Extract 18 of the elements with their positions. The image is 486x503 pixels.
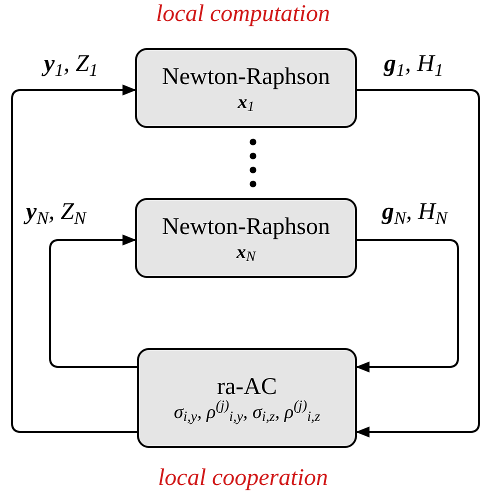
- annotation-text: local cooperation: [158, 466, 328, 490]
- box-title: ra-AC: [217, 374, 277, 398]
- process-box: [135, 48, 357, 128]
- math-expression: x$_{N}$: [236, 242, 256, 262]
- edge-label: y$_{1}$, Z$_{1}$: [44, 52, 98, 76]
- annotation-text: local computation: [156, 2, 330, 26]
- arrow: [356, 89, 480, 438]
- process-box: [135, 198, 357, 278]
- edge-label: g$_{1}$, H$_{1}$: [384, 52, 444, 76]
- math-expression: x$_{1}$: [238, 92, 254, 112]
- box-title: Newton-Raphson: [162, 214, 330, 238]
- arrow: [11, 84, 137, 433]
- box-title: Newton-Raphson: [162, 64, 330, 88]
- arrow: [49, 234, 137, 368]
- arrow: [356, 239, 459, 373]
- edge-label: y$_{N}$, Z$_{N}$: [26, 200, 86, 224]
- edge-label: g$_{N}$, H$_{N}$: [382, 200, 448, 224]
- process-box: [137, 348, 357, 448]
